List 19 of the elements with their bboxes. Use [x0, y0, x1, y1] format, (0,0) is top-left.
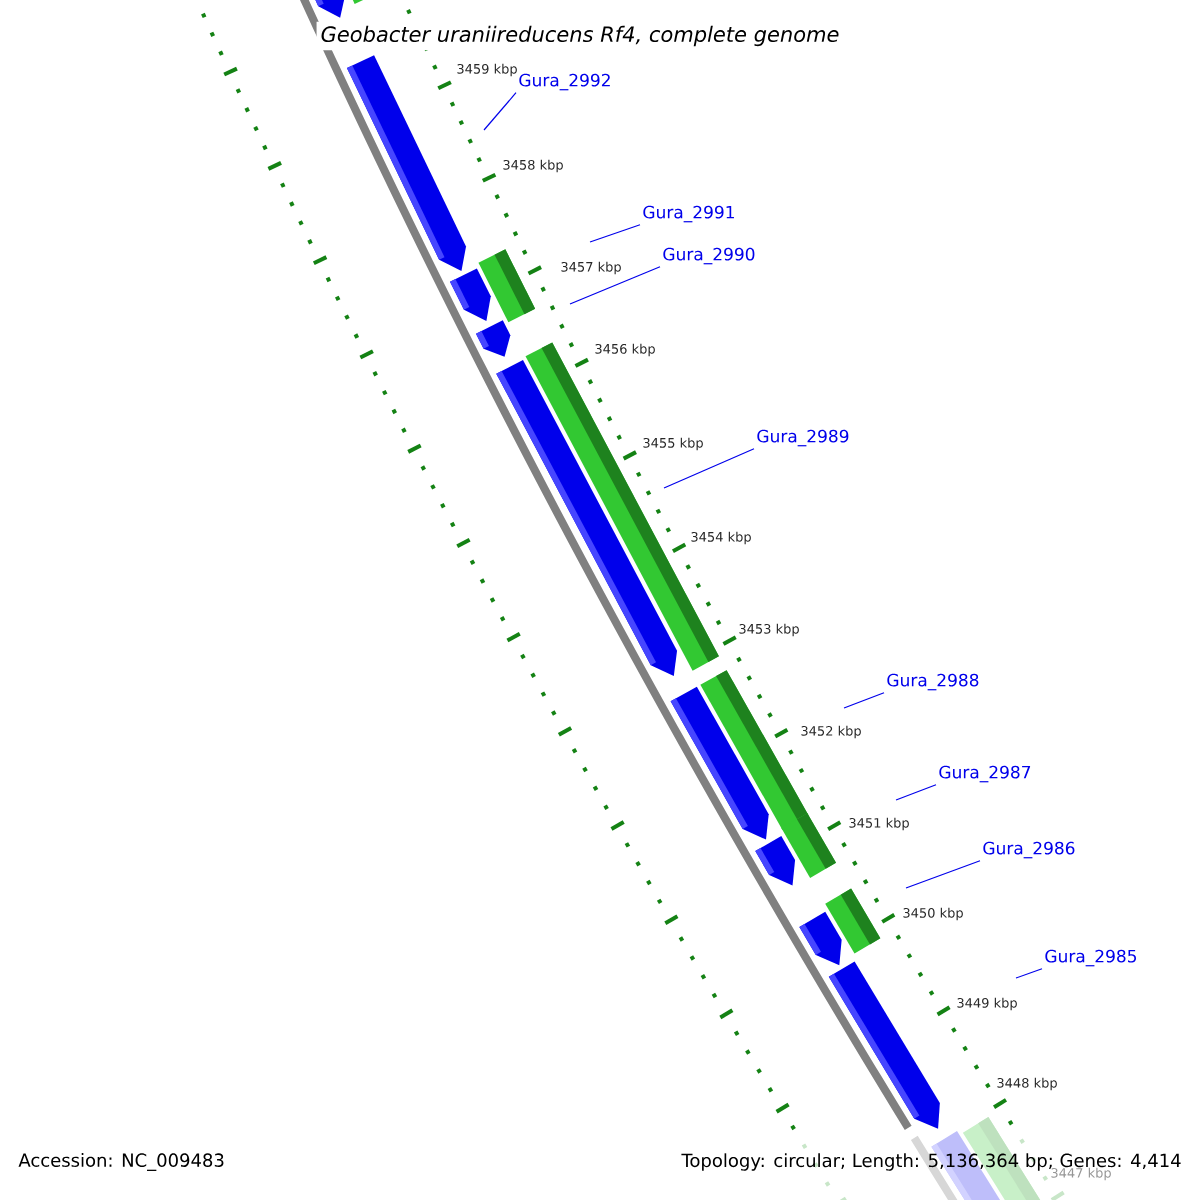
- gene-label: Gura_2990: [663, 247, 755, 265]
- gene-label: Gura_2991: [643, 205, 734, 223]
- leader-line: [663, 448, 755, 489]
- leader-line: [895, 784, 937, 801]
- leader-line: [569, 266, 661, 305]
- leader-line: [1015, 968, 1043, 979]
- genome-info-text: Topology: circular; Length: 5,136,364 bp; Genes: 4,414: [681, 1153, 1181, 1171]
- gene-label: Gura_2992: [519, 73, 610, 91]
- gene-label: Gura_2989: [757, 429, 849, 447]
- title: Geobacter uraniireducens Rf4, complete genome: [316, 21, 844, 51]
- leader-line: [589, 224, 641, 243]
- leader-line: [843, 692, 885, 709]
- gene-label: Gura_2987: [939, 765, 1031, 783]
- accession-text: Accession: NC_009483: [18, 1153, 224, 1171]
- gene-label: Gura_2986: [983, 841, 1075, 859]
- leader-line: [905, 860, 981, 889]
- gene-label: Gura_2985: [1045, 949, 1136, 967]
- gene-label: Gura_2988: [887, 673, 979, 691]
- leader-line: [483, 92, 517, 131]
